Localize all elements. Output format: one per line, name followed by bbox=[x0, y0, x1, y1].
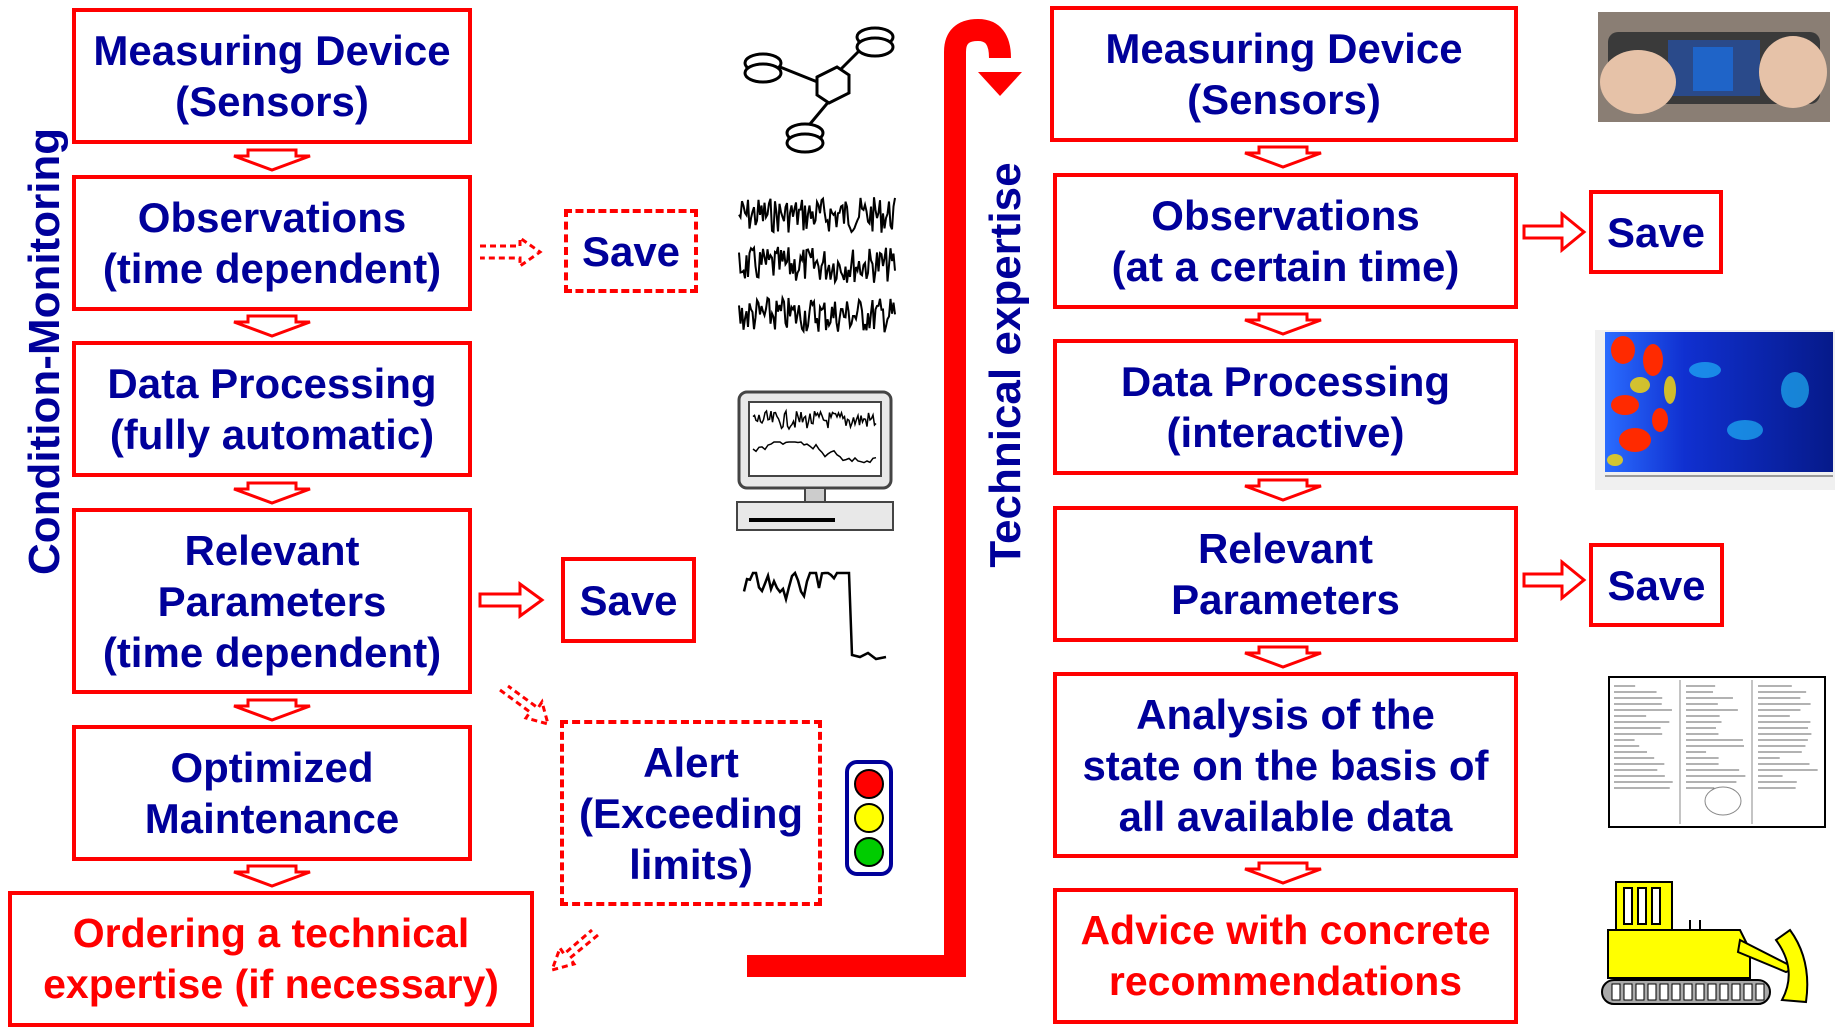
signal-trace-2 bbox=[738, 244, 896, 286]
right-save-observations-label: Save bbox=[1606, 208, 1706, 256]
down-arrow-left-4 bbox=[232, 698, 312, 722]
dashed-arrow-to-ordering bbox=[549, 928, 599, 973]
signal-traces-icon bbox=[738, 196, 896, 335]
parameter-trace-icon bbox=[742, 570, 887, 661]
alert-box: Alert (Exceeding limits) bbox=[560, 720, 822, 906]
right-save-observations-box: Save bbox=[1589, 190, 1723, 274]
right-data-processing-label: Data Processing (interactive) bbox=[1120, 358, 1451, 456]
arrow-to-save-params bbox=[478, 581, 545, 619]
left-optimized-maintenance-box: Optimized Maintenance bbox=[72, 725, 472, 861]
arrow-to-right-save-params bbox=[1522, 558, 1587, 602]
right-observations-label: Observations (at a certain time) bbox=[1111, 192, 1460, 290]
ordering-expertise-label: Ordering a technical expertise (if neces… bbox=[43, 910, 499, 1007]
left-save-parameters-label: Save bbox=[579, 576, 678, 624]
down-arrow-right-4 bbox=[1243, 645, 1323, 669]
right-analysis-box: Analysis of the state on the basis of al… bbox=[1053, 672, 1518, 858]
arrow-to-right-save-obs bbox=[1522, 210, 1587, 254]
left-data-processing-box: Data Processing (fully automatic) bbox=[72, 341, 472, 477]
down-arrow-left-1 bbox=[232, 148, 312, 172]
right-observations-box: Observations (at a certain time) bbox=[1053, 173, 1518, 309]
left-observations-box: Observations (time dependent) bbox=[72, 175, 472, 311]
left-save-observations-box: Save bbox=[564, 209, 698, 293]
down-arrow-right-3 bbox=[1243, 478, 1323, 502]
down-arrow-right-5 bbox=[1243, 861, 1323, 885]
right-measuring-device-label: Measuring Device (Sensors) bbox=[1105, 25, 1463, 123]
right-save-parameters-box: Save bbox=[1589, 543, 1724, 627]
down-arrow-right-1 bbox=[1243, 145, 1323, 169]
right-save-parameters-label: Save bbox=[1607, 561, 1706, 609]
right-measuring-device-box: Measuring Device (Sensors) bbox=[1050, 6, 1518, 142]
left-measuring-device-label: Measuring Device (Sensors) bbox=[93, 27, 451, 125]
left-data-processing-label: Data Processing (fully automatic) bbox=[107, 360, 437, 458]
dashed-arrow-to-save-obs bbox=[480, 235, 543, 269]
advice-label: Advice with concrete recommendations bbox=[1080, 907, 1491, 1004]
left-save-observations-label: Save bbox=[581, 227, 681, 275]
big-red-connector bbox=[747, 18, 1011, 977]
signal-trace-1 bbox=[738, 196, 896, 234]
big-red-arrowhead bbox=[978, 72, 1022, 96]
down-arrow-right-2 bbox=[1243, 312, 1323, 336]
signal-trace-3 bbox=[738, 294, 896, 335]
right-analysis-label: Analysis of the state on the basis of al… bbox=[1082, 690, 1489, 840]
alert-label: Alert (Exceeding limits) bbox=[578, 738, 804, 888]
advice-box: Advice with concrete recommendations bbox=[1053, 888, 1518, 1024]
left-optimized-maintenance-label: Optimized Maintenance bbox=[144, 744, 400, 842]
left-measuring-device-box: Measuring Device (Sensors) bbox=[72, 8, 472, 144]
right-relevant-parameters-label: Relevant Parameters bbox=[1171, 525, 1400, 623]
down-arrow-left-5 bbox=[232, 864, 312, 888]
right-data-processing-box: Data Processing (interactive) bbox=[1053, 339, 1518, 475]
computer-monitor-icon bbox=[736, 390, 894, 531]
dashed-arrow-to-alert bbox=[499, 684, 551, 727]
left-relevant-parameters-box: Relevant Parameters (time dependent) bbox=[72, 508, 472, 694]
left-observations-label: Observations (time dependent) bbox=[102, 194, 442, 292]
handheld-device-photo bbox=[1598, 12, 1830, 122]
left-save-parameters-box: Save bbox=[561, 557, 696, 643]
traffic-light-icon bbox=[845, 760, 893, 876]
heatmap-image bbox=[1595, 330, 1835, 490]
down-arrow-left-2 bbox=[232, 314, 312, 338]
sensor-network-icon bbox=[743, 26, 895, 154]
left-relevant-parameters-label: Relevant Parameters (time dependent) bbox=[102, 526, 442, 676]
report-document-icon bbox=[1608, 676, 1826, 828]
ordering-expertise-box: Ordering a technical expertise (if neces… bbox=[8, 891, 534, 1027]
down-arrow-left-3 bbox=[232, 481, 312, 505]
right-relevant-parameters-box: Relevant Parameters bbox=[1053, 506, 1518, 642]
bulldozer-icon bbox=[1601, 881, 1809, 1005]
